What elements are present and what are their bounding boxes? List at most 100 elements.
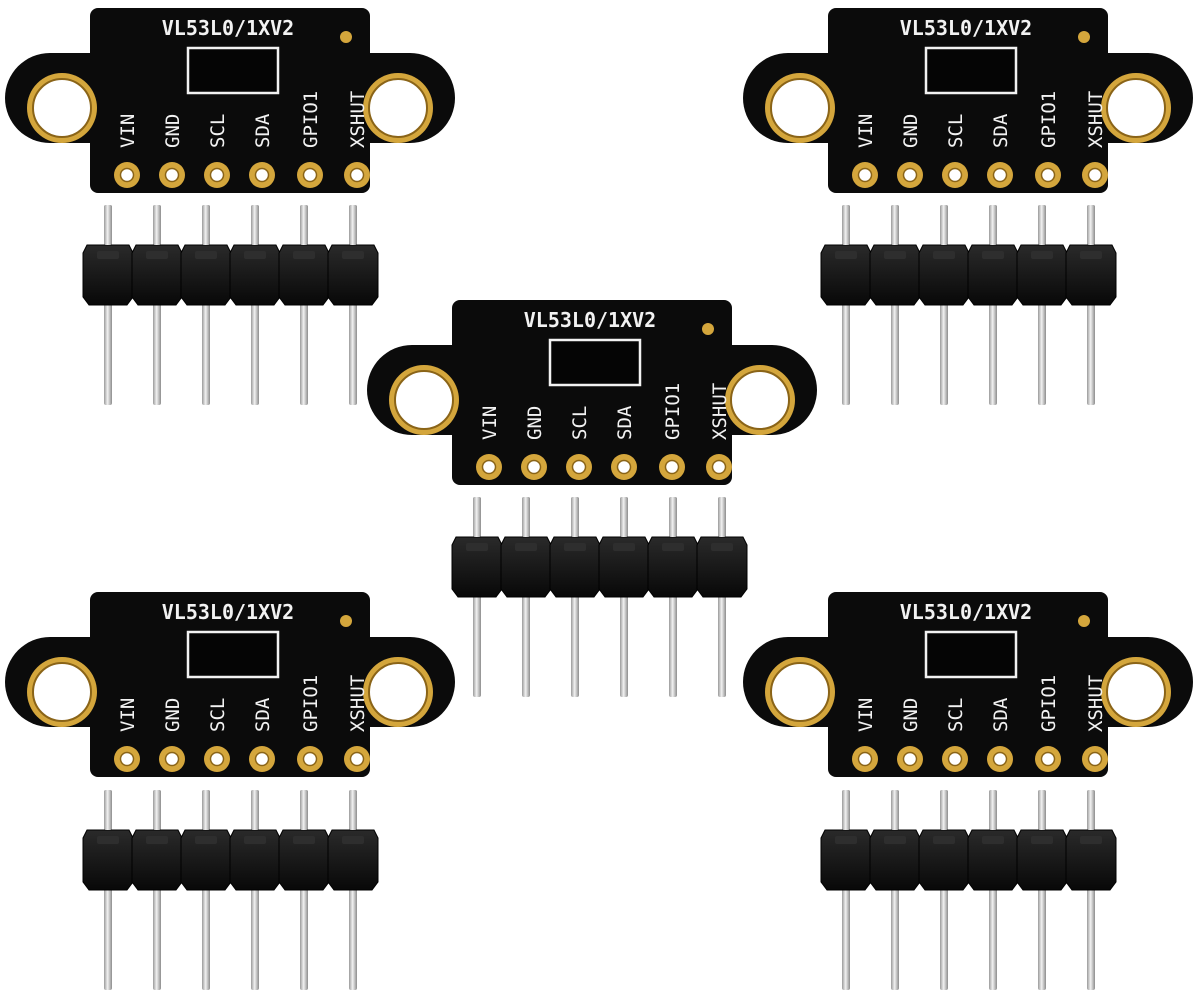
header-block — [1016, 244, 1068, 306]
pin-pad — [852, 746, 878, 772]
pin-label-gpio1: GPIO1 — [300, 675, 322, 732]
pin-pad — [897, 746, 923, 772]
board-title-label: VL53L0/1XV2 — [524, 308, 656, 332]
pin-pad — [344, 162, 370, 188]
pin-label-vin: VIN — [855, 114, 877, 148]
mounting-hole-left — [765, 657, 835, 727]
pin-label-gnd: GND — [162, 114, 184, 148]
header-group — [82, 790, 379, 990]
pin1-marker-dot — [1078, 31, 1090, 43]
pin-pad — [249, 746, 275, 772]
pin-header — [451, 497, 748, 697]
pcb-body — [828, 8, 1108, 193]
pin-pad — [297, 746, 323, 772]
pin-pad — [159, 162, 185, 188]
board-title-label: VL53L0/1XV2 — [162, 16, 294, 40]
header-group — [820, 205, 1117, 405]
pin-label-gpio1: GPIO1 — [662, 383, 684, 440]
pin-pad — [611, 454, 637, 480]
header-block — [229, 829, 281, 891]
header-block — [229, 244, 281, 306]
header-block — [869, 244, 921, 306]
pin-label-xshut: XSHUT — [1085, 675, 1107, 732]
sensor-window — [186, 630, 280, 679]
header-block — [180, 829, 232, 891]
pin-label-gpio1: GPIO1 — [300, 91, 322, 148]
pin-pad — [1035, 746, 1061, 772]
mounting-hole-right — [363, 73, 433, 143]
header-block — [647, 536, 699, 598]
header-block — [180, 244, 232, 306]
pin-label-gpio1: GPIO1 — [1038, 91, 1060, 148]
pcb-body — [90, 8, 370, 193]
pin-label-vin: VIN — [855, 698, 877, 732]
pin-header — [82, 205, 379, 405]
pcb-body — [828, 592, 1108, 777]
pin-label-scl: SCL — [945, 698, 967, 732]
pin-pad — [987, 162, 1013, 188]
pcb-body — [452, 300, 732, 485]
header-block — [967, 829, 1019, 891]
pin-pad — [114, 746, 140, 772]
mounting-hole-left — [389, 365, 459, 435]
pin-label-gnd: GND — [900, 114, 922, 148]
pin-header — [82, 790, 379, 990]
sensor-window — [186, 46, 280, 95]
pin-pad — [1035, 162, 1061, 188]
pin-label-scl: SCL — [945, 114, 967, 148]
pin-label-gnd: GND — [524, 406, 546, 440]
pin-label-xshut: XSHUT — [347, 675, 369, 732]
header-block — [327, 829, 379, 891]
pin-pad — [249, 162, 275, 188]
board-title-label: VL53L0/1XV2 — [900, 16, 1032, 40]
sensor-window — [548, 338, 642, 387]
pin1-marker-dot — [340, 31, 352, 43]
pin-label-gnd: GND — [162, 698, 184, 732]
pin-pad — [521, 454, 547, 480]
header-block — [1016, 829, 1068, 891]
header-block — [696, 536, 748, 598]
mounting-hole-left — [765, 73, 835, 143]
header-block — [82, 244, 134, 306]
pin-label-vin: VIN — [117, 698, 139, 732]
pin-label-scl: SCL — [207, 114, 229, 148]
pin-pad — [659, 454, 685, 480]
pin-header — [820, 790, 1117, 990]
pin-header — [820, 205, 1117, 405]
pin-pad — [897, 162, 923, 188]
header-block — [451, 536, 503, 598]
pin-pad — [114, 162, 140, 188]
sensor-window — [924, 630, 1018, 679]
mounting-hole-right — [725, 365, 795, 435]
pin-pad — [344, 746, 370, 772]
board-title-label: VL53L0/1XV2 — [900, 600, 1032, 624]
mounting-hole-right — [363, 657, 433, 727]
sensor-window — [924, 46, 1018, 95]
pin-pad — [297, 162, 323, 188]
header-block — [869, 829, 921, 891]
pin-pad — [706, 454, 732, 480]
pin-label-gnd: GND — [900, 698, 922, 732]
header-block — [82, 829, 134, 891]
header-group — [82, 205, 379, 405]
header-block — [820, 244, 872, 306]
pin1-marker-dot — [340, 615, 352, 627]
header-block — [549, 536, 601, 598]
header-block — [500, 536, 552, 598]
header-block — [967, 244, 1019, 306]
header-block — [1065, 829, 1117, 891]
header-block — [918, 829, 970, 891]
header-group — [820, 790, 1117, 990]
header-block — [131, 829, 183, 891]
